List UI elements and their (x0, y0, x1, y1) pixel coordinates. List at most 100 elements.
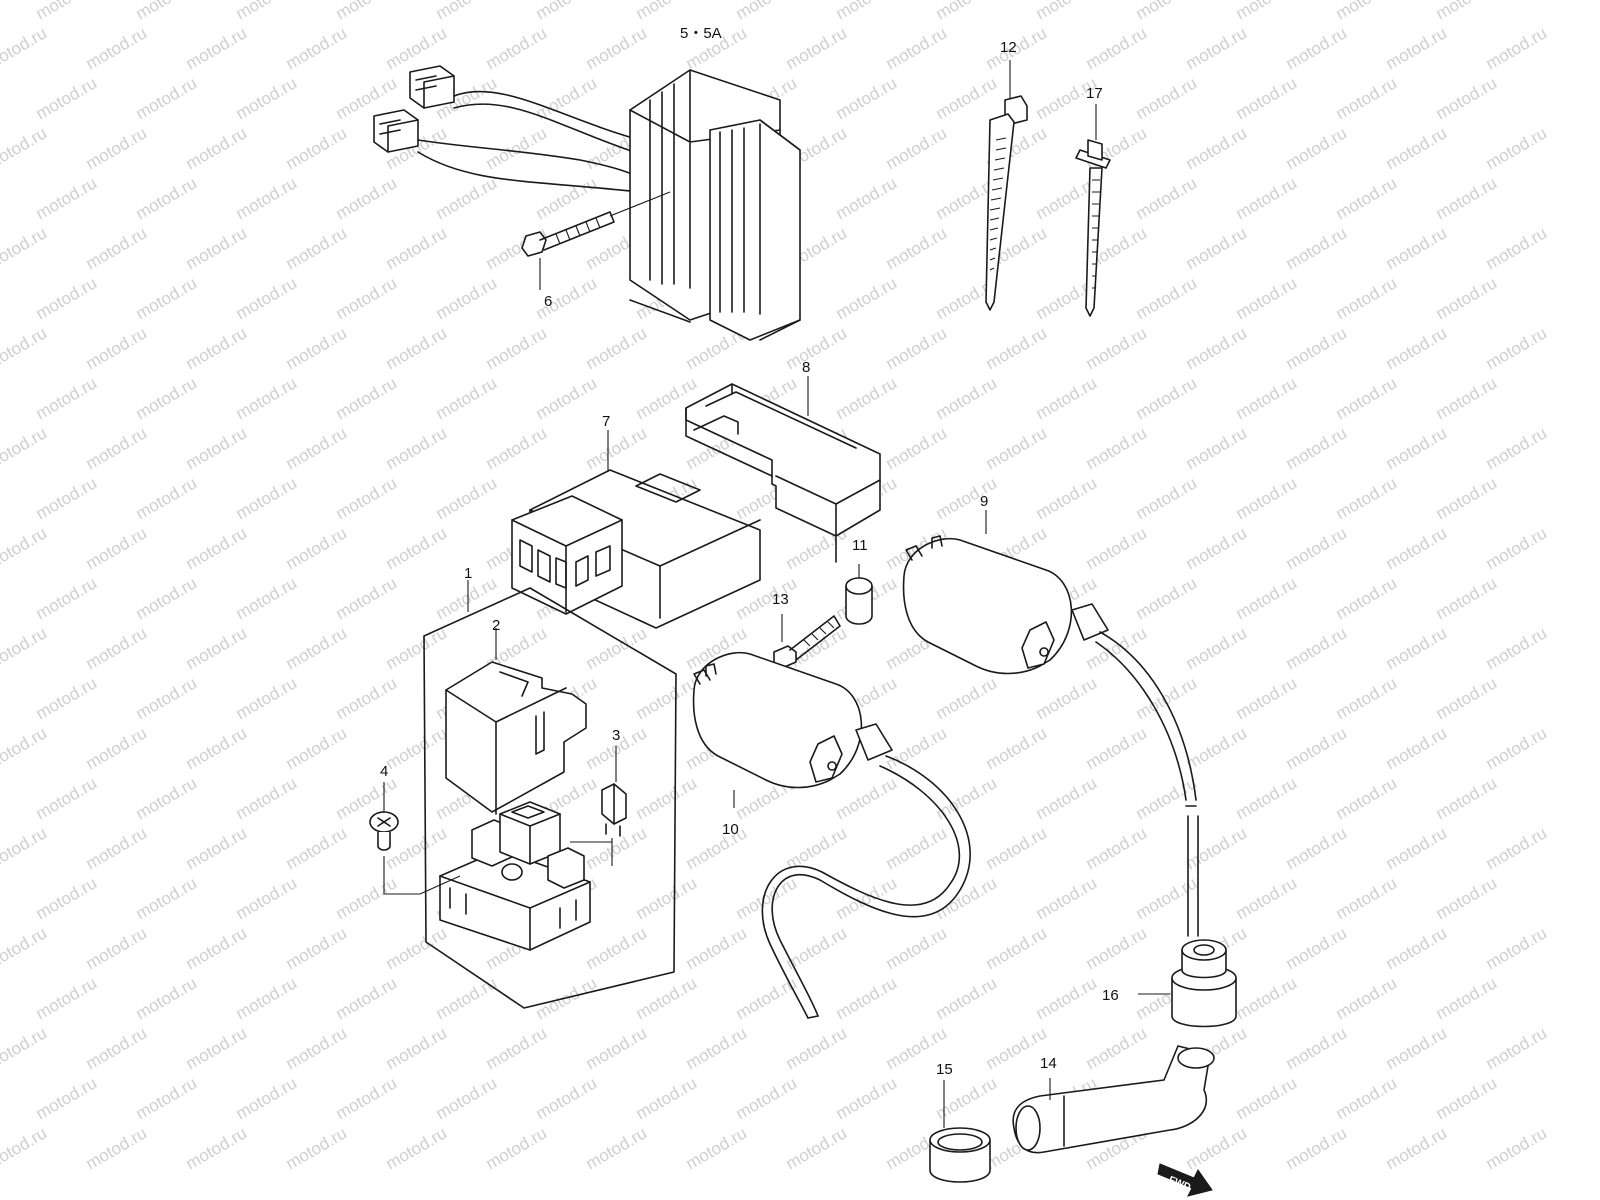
watermark-text: motod.ru (183, 723, 251, 773)
watermark-text: motod.ru (1133, 673, 1201, 723)
watermark-text: motod.ru (983, 423, 1051, 473)
watermark-text: motod.ru (333, 473, 401, 523)
watermark-text: motod.ru (1133, 73, 1201, 123)
watermark-text: motod.ru (0, 1023, 50, 1073)
bolt-6[interactable] (521, 211, 615, 257)
watermark-text: motod.ru (183, 23, 251, 73)
watermark-text: motod.ru (933, 673, 1001, 723)
watermark-text: motod.ru (1383, 1123, 1451, 1173)
watermark-text: motod.ru (1333, 573, 1401, 623)
watermark-text: motod.ru (183, 1123, 251, 1173)
watermark-text: motod.ru (1483, 723, 1551, 773)
watermark-text: motod.ru (33, 773, 101, 823)
watermark-text: motod.ru (233, 473, 301, 523)
watermark-text: motod.ru (1233, 473, 1301, 523)
watermark-text: motod.ru (1483, 523, 1551, 573)
watermark-text: motod.ru (583, 23, 651, 73)
watermark-text: motod.ru (1283, 1123, 1351, 1173)
watermark-text: motod.ru (0, 1123, 50, 1173)
watermark-text: motod.ru (1183, 723, 1251, 773)
watermark-text: motod.ru (0, 223, 50, 273)
ignition-coil-10[interactable] (692, 651, 971, 1019)
watermark-text: motod.ru (283, 623, 351, 673)
watermark-text: motod.ru (83, 923, 151, 973)
watermark-text: motod.ru (1333, 0, 1401, 23)
watermark-text: motod.ru (133, 873, 201, 923)
watermark-text: motod.ru (1183, 23, 1251, 73)
watermark-text: motod.ru (133, 373, 201, 423)
watermark-text: motod.ru (1283, 323, 1351, 373)
ignitor-cover-8[interactable] (685, 383, 881, 563)
watermark-text: motod.ru (1383, 623, 1451, 673)
watermark-text: motod.ru (83, 623, 151, 673)
rubber-cap-16[interactable] (1171, 939, 1237, 1028)
callout-15: 15 (936, 1061, 953, 1078)
watermark-text: motod.ru (283, 1023, 351, 1073)
watermark-text: motod.ru (1133, 273, 1201, 323)
watermark-text: motod.ru (283, 723, 351, 773)
watermark-text: motod.ru (233, 673, 301, 723)
callout-14: 14 (1040, 1055, 1057, 1072)
watermark-text: motod.ru (1083, 823, 1151, 873)
watermark-text: motod.ru (1133, 573, 1201, 623)
watermark-text: motod.ru (983, 723, 1051, 773)
watermark-text: motod.ru (1333, 773, 1401, 823)
fuse-box-cover-2[interactable] (445, 661, 587, 815)
fwd-arrow-icon: FWD (1157, 1163, 1213, 1197)
watermark-text: motod.ru (1233, 973, 1301, 1023)
cable-clamp-17[interactable] (1075, 139, 1111, 317)
watermark-text: motod.ru (0, 623, 50, 673)
watermark-text: motod.ru (683, 923, 751, 973)
watermark-text: motod.ru (833, 0, 901, 23)
watermark-text: motod.ru (633, 973, 701, 1023)
watermark-text: motod.ru (33, 1073, 101, 1123)
watermark-text: motod.ru (1433, 73, 1501, 123)
watermark-text: motod.ru (283, 1123, 351, 1173)
watermark-text: motod.ru (483, 1123, 551, 1173)
fuse-box-assembly-outline[interactable] (423, 587, 677, 1009)
watermark-text: motod.ru (283, 823, 351, 873)
callout-9: 9 (980, 493, 988, 510)
cable-tie-12[interactable] (985, 95, 1028, 311)
watermark-text: motod.ru (83, 423, 151, 473)
watermark-text: motod.ru (283, 323, 351, 373)
callout-7: 7 (602, 413, 610, 430)
watermark-text: motod.ru (283, 123, 351, 173)
watermark-text: motod.ru (1183, 1123, 1251, 1173)
watermark-text: motod.ru (1383, 323, 1451, 373)
watermark-text: motod.ru (0, 923, 50, 973)
watermark-text: motod.ru (533, 273, 601, 323)
spacer-11[interactable] (845, 577, 873, 625)
regulator-rectifier[interactable] (373, 65, 801, 341)
watermark-text: motod.ru (1483, 223, 1551, 273)
screw-4[interactable] (369, 811, 399, 851)
plug-cap-14[interactable] (1012, 1045, 1215, 1154)
ignitor-unit-7[interactable] (511, 469, 761, 629)
watermark-text: motod.ru (1233, 373, 1301, 423)
watermark-text: motod.ru (983, 823, 1051, 873)
seal-ring-15[interactable] (929, 1127, 991, 1183)
watermark-text: motod.ru (933, 973, 1001, 1023)
watermark-text: motod.ru (1133, 773, 1201, 823)
watermark-text: motod.ru (1433, 773, 1501, 823)
watermark-text: motod.ru (783, 323, 851, 373)
watermark-text: motod.ru (983, 923, 1051, 973)
watermark-text: motod.ru (883, 23, 951, 73)
watermark-text: motod.ru (1083, 323, 1151, 373)
watermark-text: motod.ru (933, 73, 1001, 123)
watermark-text: motod.ru (933, 373, 1001, 423)
watermark-text: motod.ru (433, 373, 501, 423)
fuse-box-base[interactable] (439, 801, 591, 951)
watermark-text: motod.ru (1433, 273, 1501, 323)
callout-17: 17 (1086, 85, 1103, 102)
callout-1: 1 (464, 565, 472, 582)
callout-3: 3 (612, 727, 620, 744)
watermark-text: motod.ru (1033, 973, 1101, 1023)
watermark-text: motod.ru (1183, 123, 1251, 173)
watermark-text: motod.ru (583, 323, 651, 373)
ignition-coil-9[interactable] (902, 535, 1199, 937)
watermark-text: motod.ru (433, 0, 501, 23)
blade-fuse-3[interactable] (601, 783, 627, 837)
watermark-text: motod.ru (983, 323, 1051, 373)
